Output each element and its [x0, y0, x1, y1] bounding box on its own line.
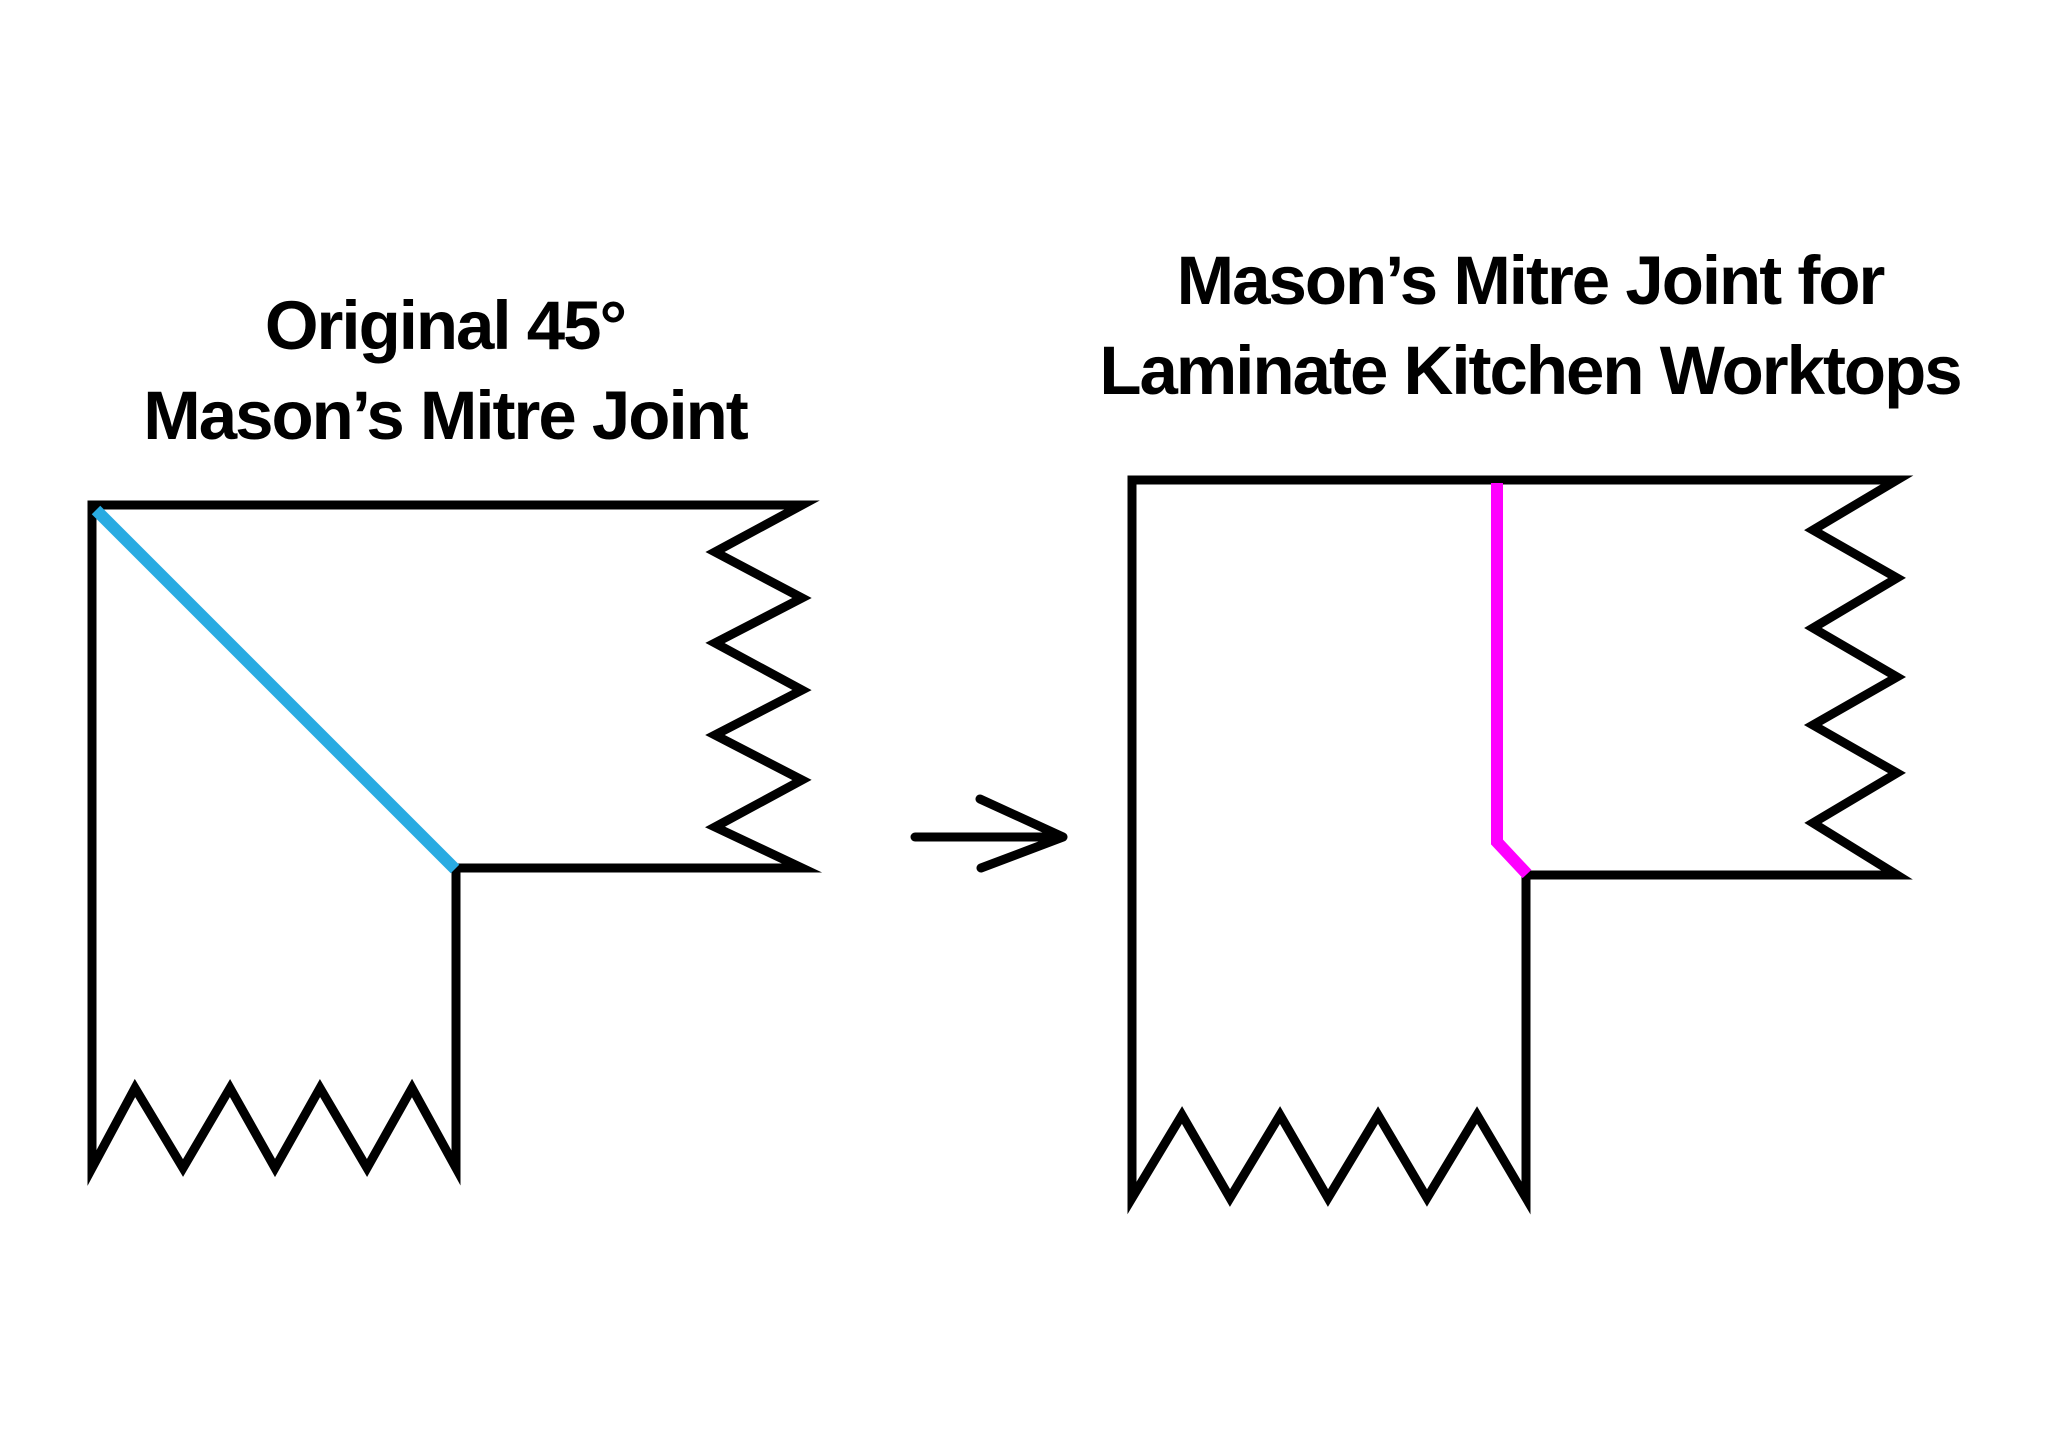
right-mitre-cut-line — [1491, 483, 1532, 879]
right-diagram-title: Mason’s Mitre Joint for Laminate Kitchen… — [980, 236, 2048, 416]
left-mitre-cut-line — [91, 505, 460, 874]
left-title-line2: Mason’s Mitre Joint — [143, 377, 749, 454]
right-worktop-outline — [1127, 475, 1914, 1215]
left-title-line1: Original 45° — [264, 287, 627, 364]
right-title-line2: Laminate Kitchen Worktops — [1099, 332, 1962, 409]
arrow-head — [975, 794, 1068, 873]
right-title-line1: Mason’s Mitre Joint for — [1176, 242, 1886, 319]
left-diagram-title: Original 45° Mason’s Mitre Joint — [95, 281, 795, 461]
transform-arrow — [910, 794, 1068, 873]
